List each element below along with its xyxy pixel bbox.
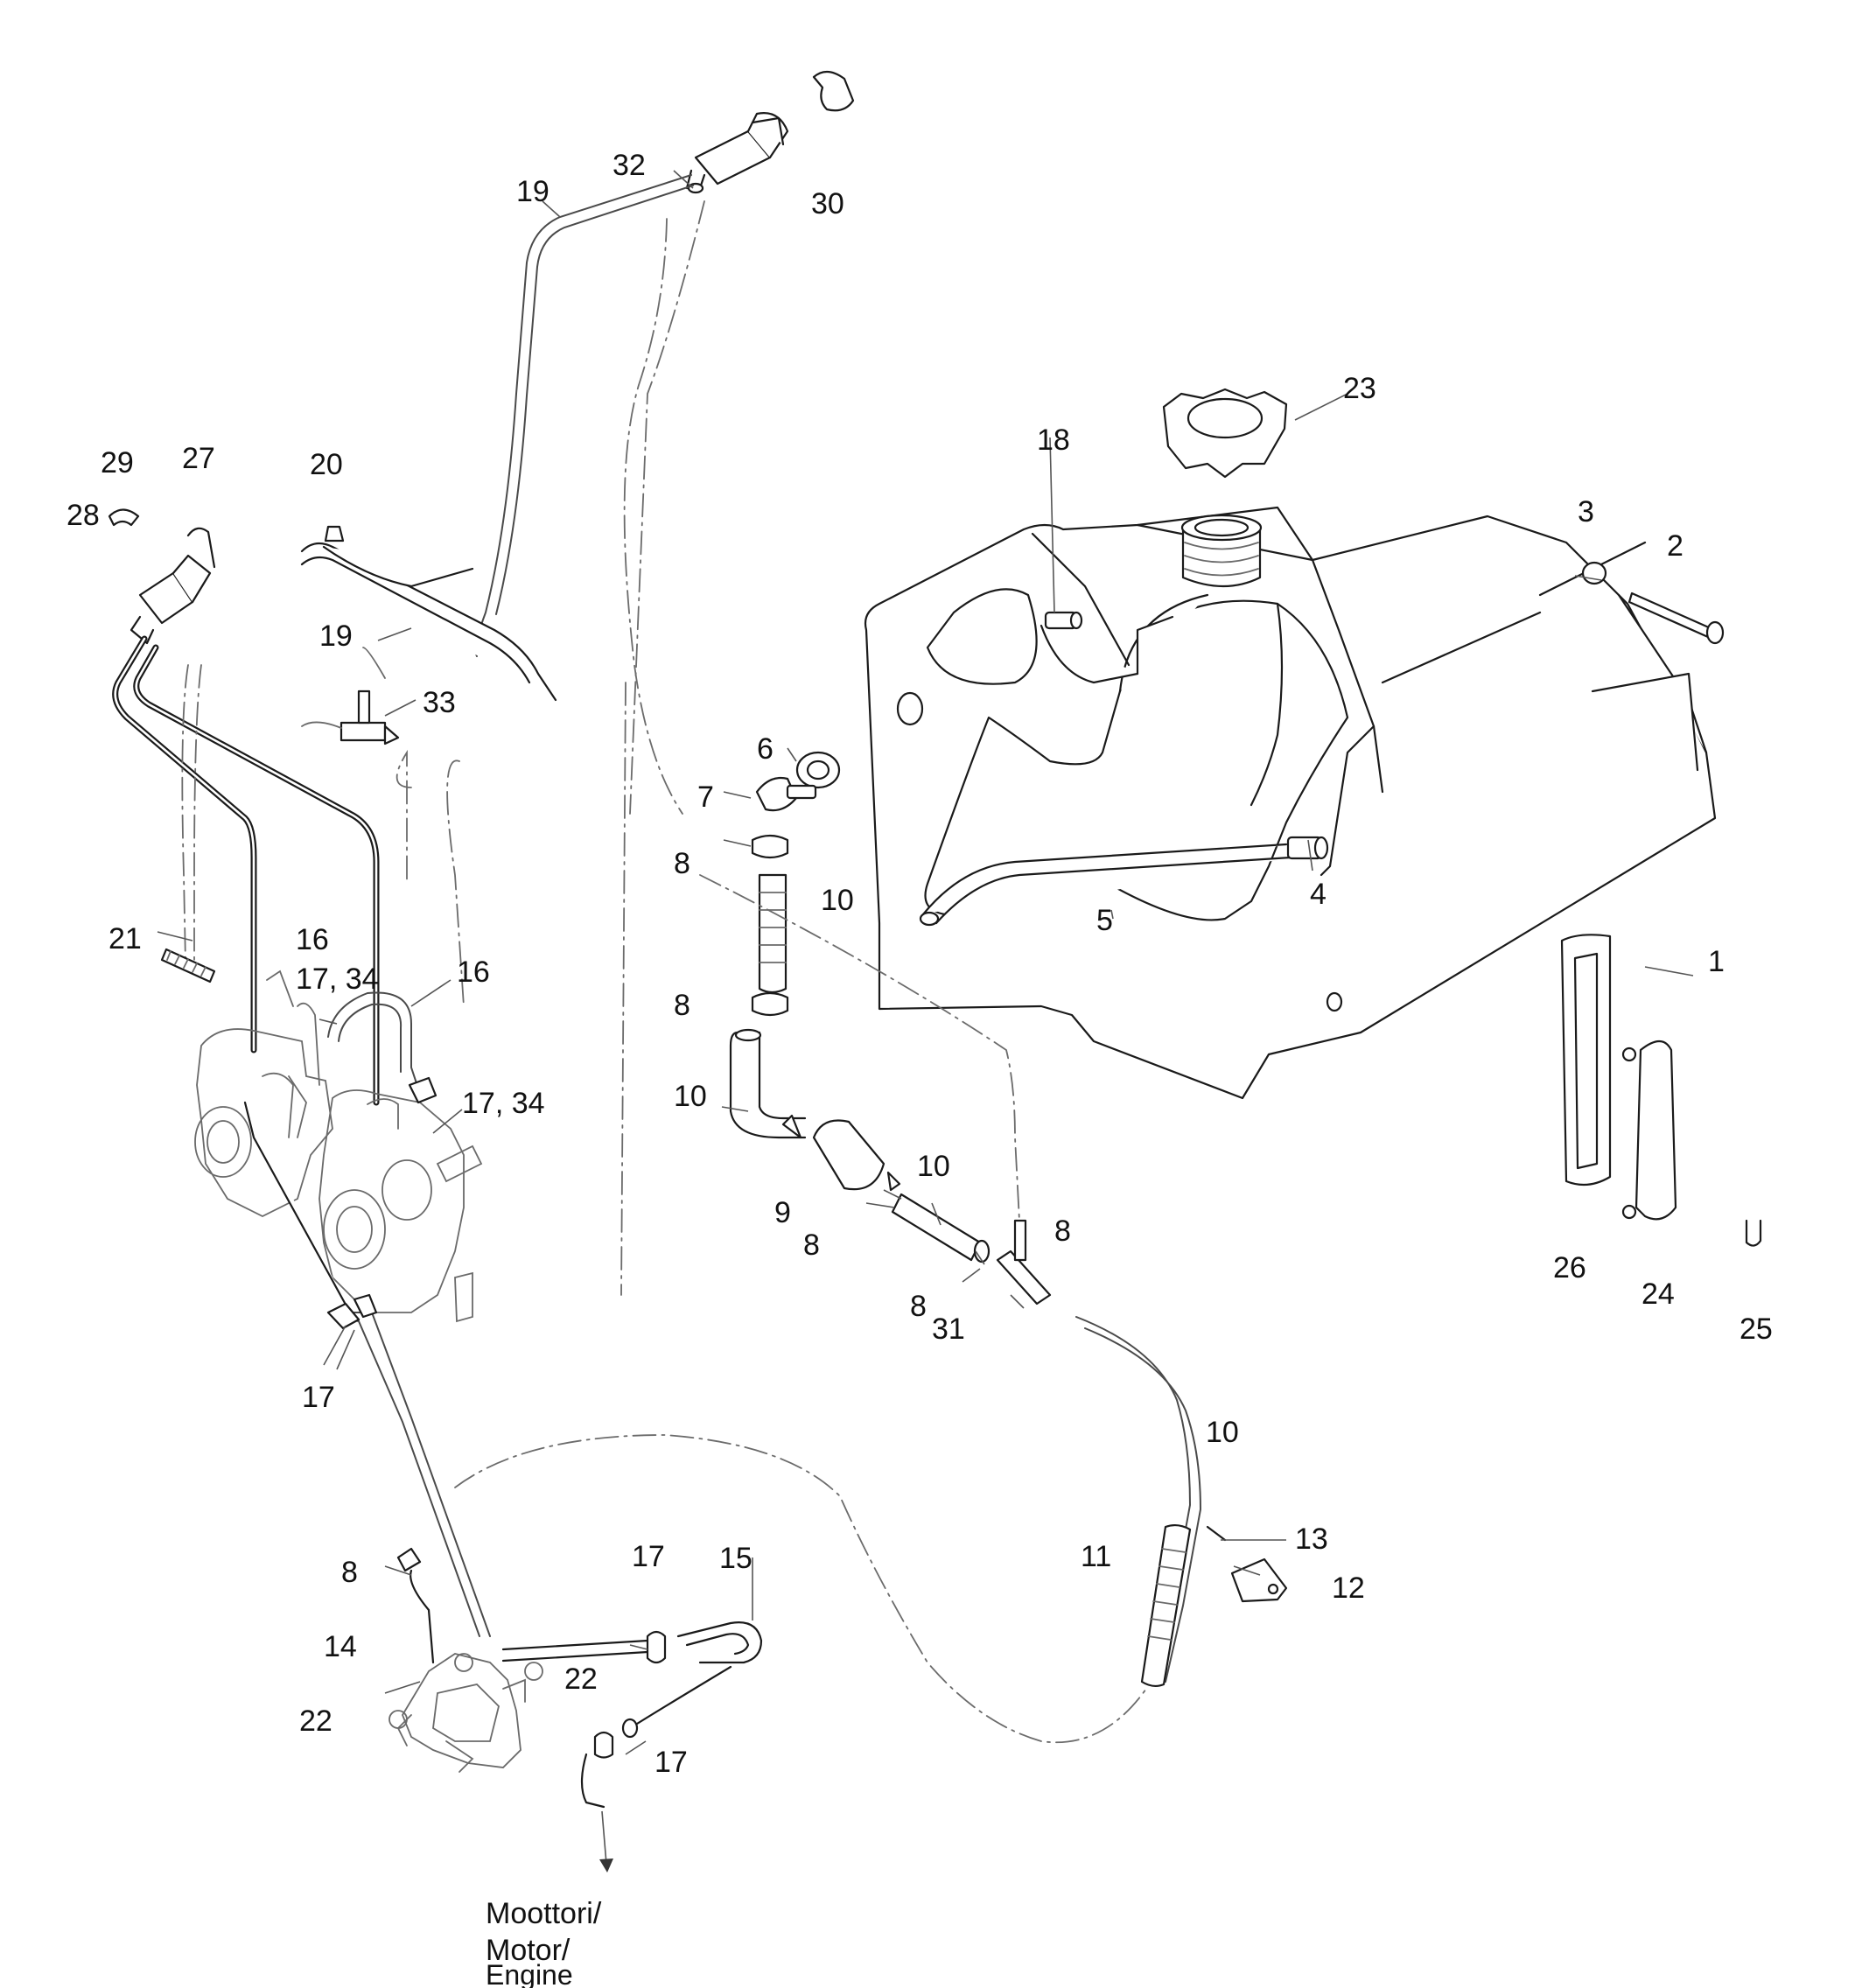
engine-note: Moottori/ Motor/ Engine: [486, 1897, 602, 1988]
callout-9: 9: [774, 1196, 791, 1229]
carb-screw: [160, 948, 216, 984]
callout-24: 24: [1642, 1278, 1675, 1311]
callout-28: 28: [66, 499, 100, 532]
vent-fitting: [1044, 611, 1083, 630]
phantom-lines: [181, 200, 1147, 1744]
elbow-fitting: [755, 776, 817, 812]
hose-bracket: [1206, 1525, 1288, 1603]
callout-13: 13: [1295, 1522, 1328, 1556]
callout-labels: 1 2 3 4 5 6 7 8 8 8 8 8 8 9 10 10 10 10 …: [66, 149, 1773, 1779]
vent-tee: [301, 647, 400, 746]
callout-26: 26: [1553, 1251, 1586, 1284]
engine-note-line3: Engine: [486, 1959, 573, 1988]
callout-19a: 19: [516, 175, 550, 208]
callout-30: 30: [811, 187, 844, 220]
callout-3: 3: [1578, 495, 1594, 528]
callout-11: 11: [1081, 1540, 1111, 1573]
callout-8c: 8: [803, 1228, 820, 1262]
callout-21: 21: [108, 922, 142, 956]
grommet: [795, 751, 841, 789]
pump-outlet-hose: [396, 1547, 763, 1809]
fuel-line-left: [729, 834, 807, 1139]
sensor-cable: [112, 635, 380, 1106]
callout-19b: 19: [319, 620, 353, 653]
callout-8d: 8: [1054, 1214, 1071, 1248]
vent-hose: [474, 174, 694, 657]
callout-17c: 17: [302, 1381, 335, 1414]
callout-8a: 8: [674, 847, 690, 880]
carburetor-assembly: [194, 970, 483, 1323]
callout-22b: 22: [299, 1704, 332, 1738]
tee-fitting: [891, 1193, 1052, 1306]
callout-15: 15: [719, 1542, 752, 1575]
callout-8b: 8: [674, 989, 690, 1022]
callout-10c: 10: [917, 1150, 950, 1183]
callout-29: 29: [101, 446, 134, 480]
callout-17e: 17: [654, 1746, 688, 1779]
callout-17b: 17, 34: [462, 1087, 545, 1120]
callout-10d: 10: [1206, 1416, 1239, 1449]
callout-14: 14: [324, 1630, 357, 1663]
callout-10a: 10: [821, 884, 854, 917]
callout-6: 6: [757, 732, 774, 766]
tank-strap: [1560, 934, 1612, 1186]
engine-note-line2: Motor/: [486, 1934, 570, 1967]
callout-16a: 16: [296, 923, 329, 956]
engine-arrow: [599, 1810, 613, 1872]
callout-31: 31: [932, 1312, 965, 1346]
callout-17d: 17: [632, 1540, 665, 1573]
callout-4: 4: [1310, 878, 1326, 911]
engine-note-line1: Moottori/: [486, 1897, 602, 1930]
strap-cover: [1621, 1040, 1677, 1221]
leader-lines: [157, 170, 1694, 1755]
vent-hose-lower: [300, 525, 557, 702]
callout-2: 2: [1667, 529, 1684, 563]
callout-8f: 8: [341, 1556, 358, 1589]
fuel-pump: [388, 1653, 543, 1773]
callout-5: 5: [1096, 904, 1113, 937]
filler-neck: [685, 70, 855, 194]
callout-18: 18: [1037, 424, 1070, 457]
callout-33: 33: [423, 686, 456, 719]
callout-27: 27: [182, 442, 215, 475]
callout-16b: 16: [457, 956, 490, 989]
fuel-tank: [864, 506, 1717, 1100]
callout-32: 32: [612, 149, 646, 182]
carb-crossover-hose: [327, 991, 438, 1104]
pump-feed-hose: [326, 1293, 491, 1637]
clip: [1745, 1219, 1762, 1247]
callout-22a: 22: [564, 1662, 598, 1696]
return-hose: [1075, 1316, 1202, 1688]
callout-1: 1: [1708, 945, 1725, 978]
fuel-filter: [781, 1114, 901, 1192]
callout-25: 25: [1740, 1312, 1773, 1346]
callout-7: 7: [697, 780, 714, 814]
callout-12: 12: [1332, 1572, 1365, 1605]
callout-20: 20: [310, 448, 343, 481]
sensor-connector: [108, 508, 216, 645]
callout-17a: 17, 34: [296, 962, 379, 996]
callout-8e: 8: [910, 1290, 927, 1323]
callout-10b: 10: [674, 1080, 707, 1113]
callout-23: 23: [1343, 372, 1376, 405]
tank-cap: [1162, 388, 1288, 479]
fuel-outlet-fitting: [1286, 836, 1329, 860]
